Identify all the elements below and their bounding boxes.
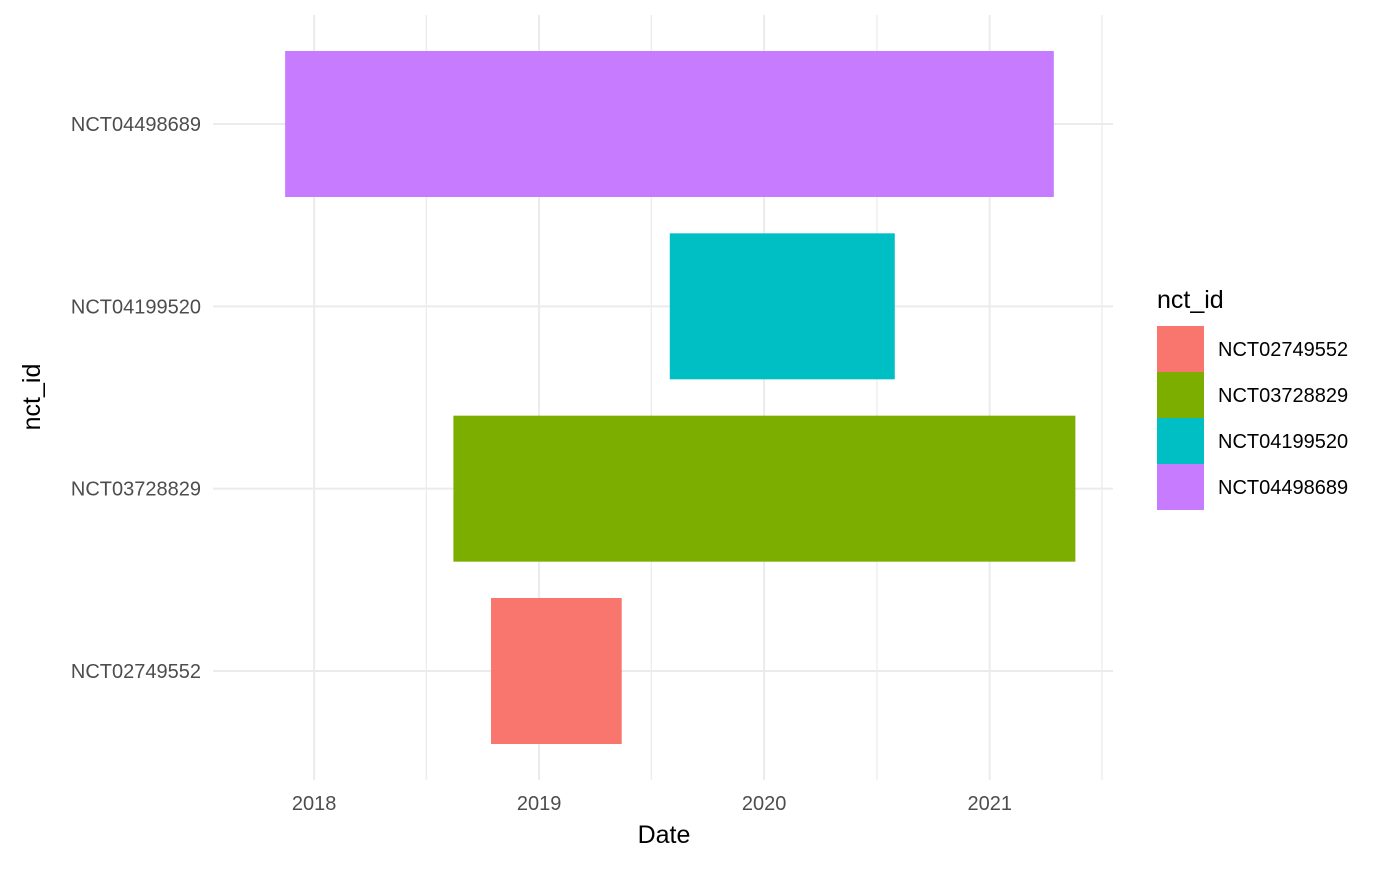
x-axis-ticks: 2018 2019 2020 2021 bbox=[292, 793, 1012, 815]
legend: nct_id NCT02749552NCT03728829NCT04199520… bbox=[1157, 286, 1348, 510]
legend-key bbox=[1157, 372, 1204, 418]
y-tick-label: NCT03728829 bbox=[71, 479, 201, 501]
x-tick-label: 2021 bbox=[967, 793, 1012, 815]
legend-label: NCT02749552 bbox=[1218, 339, 1348, 361]
legend-label: NCT03728829 bbox=[1218, 385, 1348, 407]
bars bbox=[285, 51, 1076, 744]
y-tick-label: NCT02749552 bbox=[71, 661, 201, 683]
bar-nct03728829 bbox=[453, 415, 1076, 562]
legend-label: NCT04498689 bbox=[1218, 477, 1348, 499]
bar-nct02749552 bbox=[491, 598, 622, 744]
legend-title: nct_id bbox=[1157, 286, 1224, 314]
bar-nct04199520 bbox=[669, 233, 895, 380]
legend-label: NCT04199520 bbox=[1218, 431, 1348, 453]
x-axis-title: Date bbox=[638, 821, 691, 849]
y-axis-title: nct_id bbox=[18, 364, 46, 431]
x-tick-label: 2018 bbox=[292, 793, 337, 815]
legend-key bbox=[1157, 326, 1204, 372]
x-tick-label: 2020 bbox=[742, 793, 787, 815]
y-tick-label: NCT04199520 bbox=[71, 296, 201, 318]
legend-key bbox=[1157, 464, 1204, 510]
bar-nct04498689 bbox=[285, 51, 1054, 197]
y-tick-label: NCT04498689 bbox=[71, 114, 201, 136]
y-axis-ticks: NCT02749552 NCT03728829 NCT04199520 NCT0449… bbox=[71, 114, 201, 683]
legend-key bbox=[1157, 418, 1204, 464]
x-tick-label: 2019 bbox=[517, 793, 562, 815]
